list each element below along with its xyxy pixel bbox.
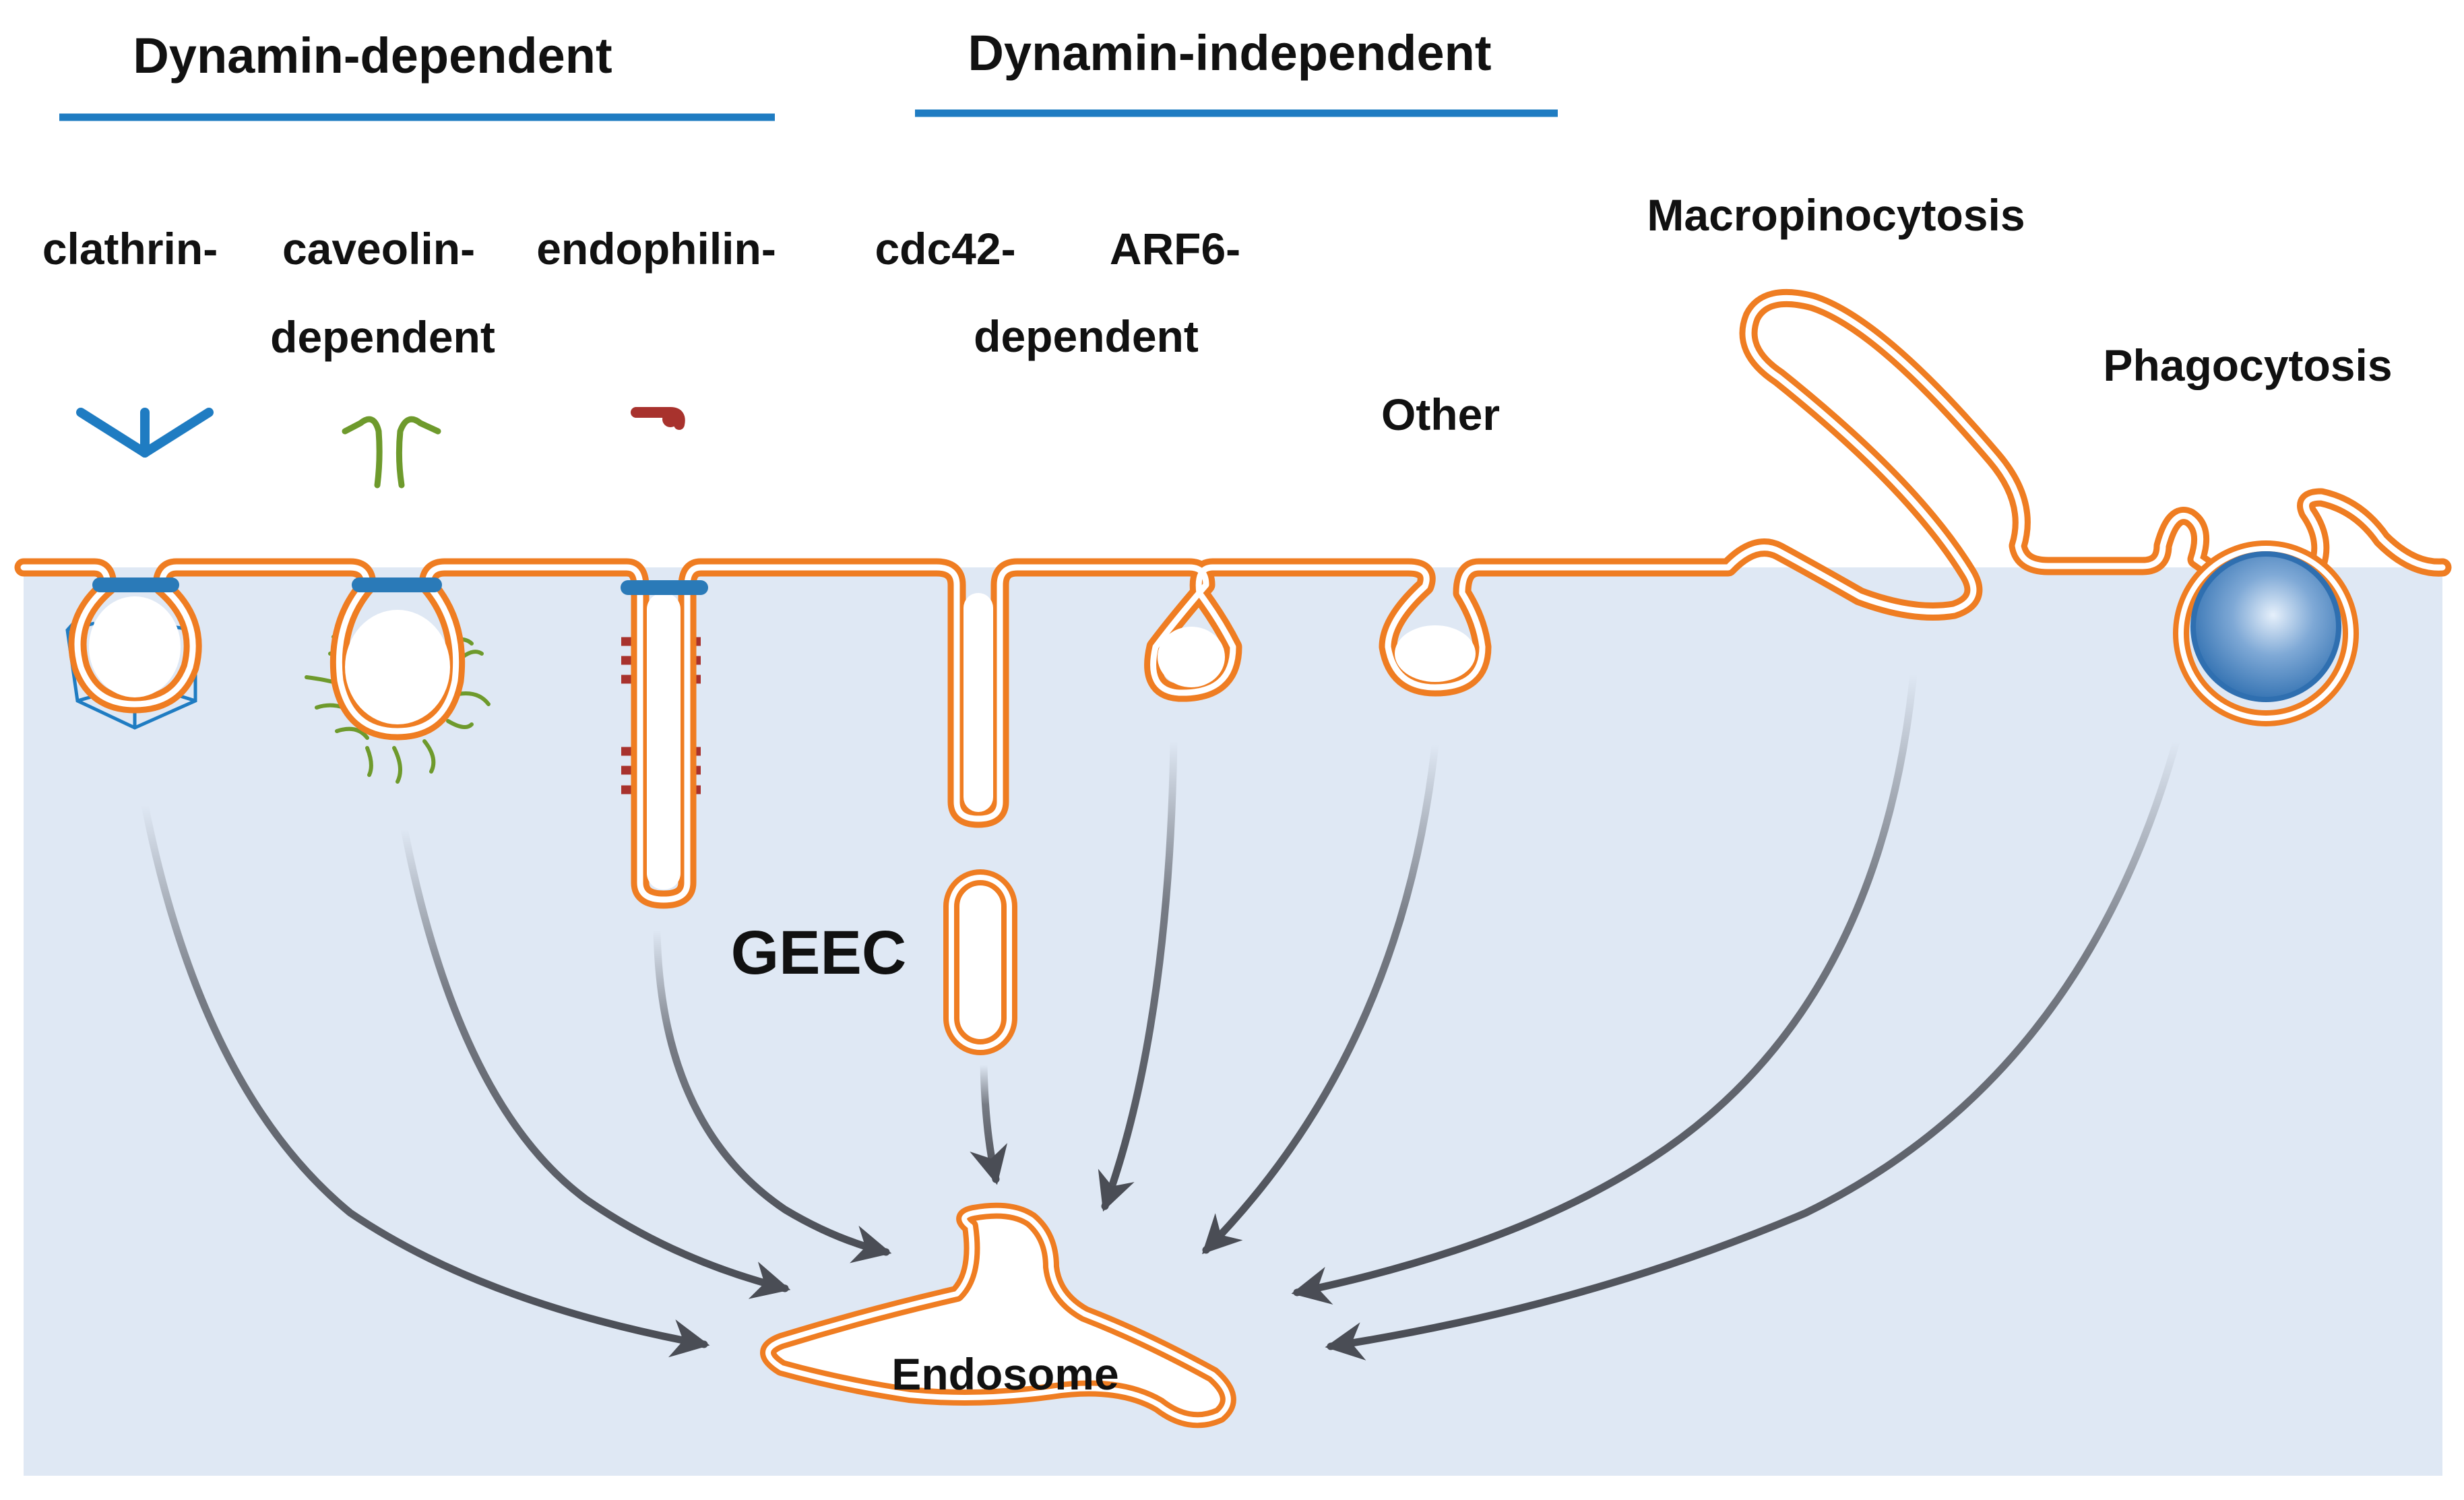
- plasma-membrane: [14, 288, 2452, 909]
- arrow-other: [1201, 741, 1439, 1255]
- arrow-endophilin: [653, 926, 892, 1263]
- cdc42-label: cdc42-: [875, 224, 1015, 274]
- dependent-right-label: dependent: [974, 311, 1199, 361]
- clathrin-label: clathrin-: [42, 224, 218, 274]
- caveolin-label: caveolin-: [282, 224, 475, 274]
- arrow-arf6: [1098, 737, 1178, 1212]
- endosome-label: Endosome: [891, 1349, 1118, 1399]
- arrow-macropinocytosis: [1291, 670, 1918, 1305]
- phagosome: [2173, 540, 2359, 726]
- arrow-phagocytosis: [1325, 737, 2180, 1361]
- arrow-clathrin: [141, 801, 710, 1358]
- phagocytosis-label: Phagocytosis: [2103, 340, 2392, 390]
- caveolin-icon: [342, 416, 441, 489]
- geec-tubule: [943, 869, 1017, 1055]
- dependent-left-label: dependent: [270, 312, 495, 362]
- particle-icon: [2190, 551, 2341, 702]
- dynamin-collars: [92, 577, 708, 595]
- arrow-caveolin: [400, 825, 791, 1299]
- endophilin-icon: [631, 407, 685, 430]
- trafficking-arrows: [141, 670, 2180, 1361]
- endophilin-label: endophilin-: [536, 224, 776, 274]
- dynamin-dependent-header: Dynamin-dependent: [133, 28, 612, 84]
- clathrin-triskelion-icon: [76, 408, 214, 458]
- arrow-geec: [970, 1061, 1008, 1185]
- macropinocytosis-label: Macropinocytosis: [1647, 190, 2025, 240]
- arf6-label: ARF6-: [1110, 224, 1240, 274]
- other-label: Other: [1381, 389, 1500, 439]
- cytoplasm: [24, 567, 2442, 1476]
- endosome: [760, 1202, 1236, 1429]
- pit-interiors: [89, 593, 1476, 889]
- geec-label: GEEC: [731, 918, 907, 987]
- dynamin-independent-header: Dynamin-independent: [968, 25, 1491, 81]
